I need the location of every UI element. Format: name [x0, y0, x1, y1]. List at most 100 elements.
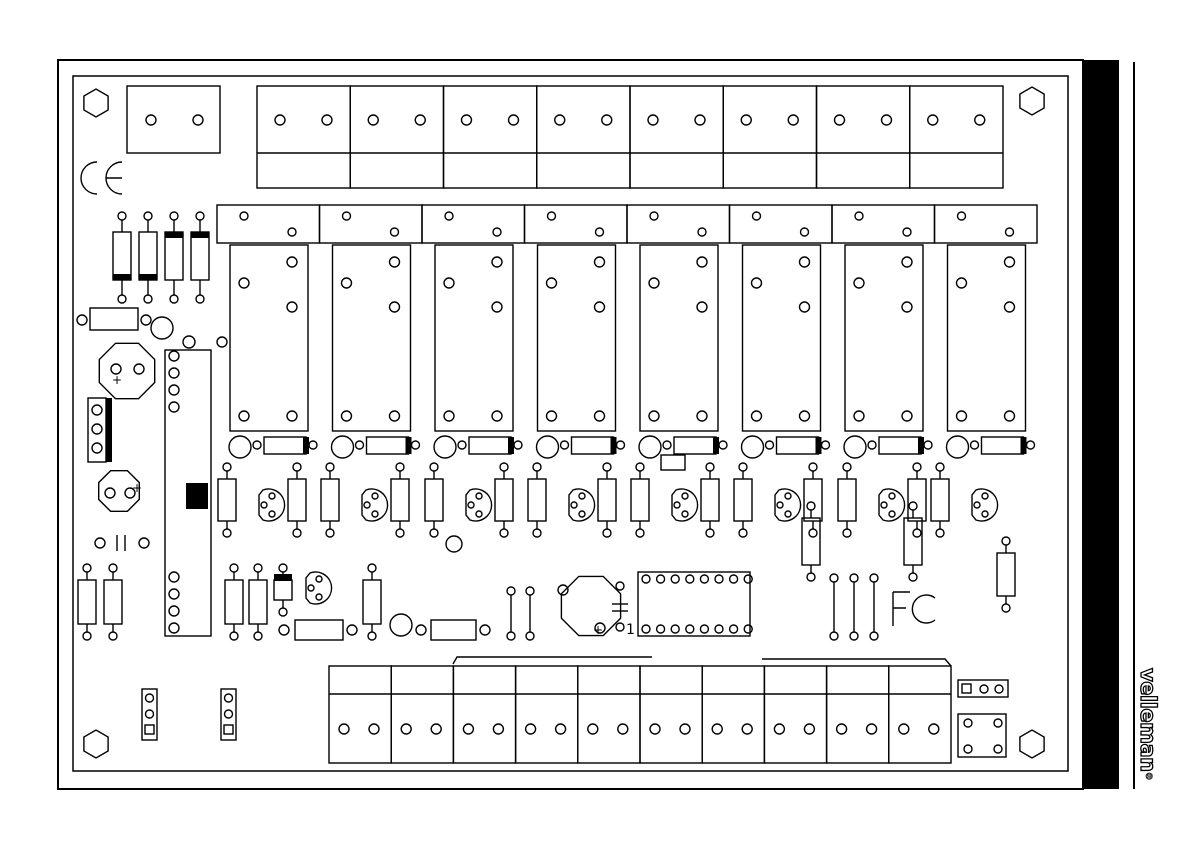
pad — [649, 447, 657, 455]
diode-band — [165, 232, 183, 238]
pad — [571, 502, 577, 508]
pad — [293, 529, 301, 537]
pad — [650, 212, 658, 220]
pad — [785, 493, 791, 499]
relay-header — [935, 205, 1038, 243]
pad — [686, 575, 694, 583]
output-terminal — [444, 86, 537, 188]
pad — [902, 411, 912, 421]
pad — [788, 115, 798, 125]
pad — [339, 724, 349, 734]
transistor — [972, 489, 998, 521]
jumper — [221, 689, 236, 740]
pad — [155, 321, 163, 329]
pad — [870, 632, 878, 640]
pad — [225, 710, 233, 718]
pad — [835, 115, 845, 125]
pad — [169, 606, 179, 616]
resistor — [295, 620, 343, 640]
pad — [924, 441, 932, 449]
resistor — [997, 553, 1015, 596]
pad — [889, 493, 895, 499]
pad — [579, 493, 585, 499]
output-terminal — [257, 86, 350, 188]
pad — [396, 529, 404, 537]
led-pad — [151, 317, 173, 339]
transistor — [466, 489, 492, 521]
pad — [843, 529, 851, 537]
pad — [848, 440, 856, 448]
resistor — [495, 479, 513, 521]
pad — [308, 585, 314, 591]
resistor — [90, 308, 138, 330]
diode-band — [816, 437, 822, 454]
square-pad — [224, 725, 233, 734]
pad — [391, 228, 399, 236]
pad — [493, 724, 503, 734]
diode-band — [113, 274, 131, 280]
led-pad — [947, 436, 969, 458]
diode-band — [303, 437, 309, 454]
pad — [183, 336, 195, 348]
pad — [347, 625, 357, 635]
pad — [830, 574, 838, 582]
diode — [879, 437, 921, 454]
pad — [500, 529, 508, 537]
pad — [744, 625, 752, 633]
pad — [596, 228, 604, 236]
pad — [964, 745, 972, 753]
diode — [264, 437, 306, 454]
pad — [595, 411, 605, 421]
pad — [753, 212, 761, 220]
resistor — [78, 580, 96, 624]
pad — [169, 589, 179, 599]
diode-band — [918, 437, 924, 454]
pad — [458, 441, 466, 449]
pad — [364, 502, 370, 508]
resistor — [218, 479, 236, 521]
pad — [680, 724, 690, 734]
resistor — [225, 580, 243, 624]
pad — [541, 440, 549, 448]
input-terminal — [578, 666, 640, 763]
pad — [830, 632, 838, 640]
pad — [854, 411, 864, 421]
pad — [261, 502, 267, 508]
pad — [169, 385, 179, 395]
pad — [663, 441, 671, 449]
pad — [616, 623, 624, 631]
pad — [118, 295, 126, 303]
ce-mark — [81, 162, 122, 194]
pad — [326, 529, 334, 537]
pad — [118, 212, 126, 220]
pad — [730, 575, 738, 583]
pad — [730, 625, 738, 633]
bus-line — [762, 659, 951, 666]
transistor — [569, 489, 595, 521]
pad — [807, 573, 815, 581]
pad — [700, 575, 708, 583]
pad — [936, 529, 944, 537]
pad — [579, 511, 585, 517]
pad — [671, 575, 679, 583]
pad — [698, 228, 706, 236]
capacitor-outline — [561, 576, 620, 635]
pad — [752, 411, 762, 421]
pad — [390, 257, 400, 267]
pad — [695, 115, 705, 125]
pad — [739, 463, 747, 471]
pad — [957, 411, 967, 421]
capacitor-label: 1 — [626, 622, 635, 638]
pad — [682, 511, 688, 517]
diode — [191, 232, 209, 280]
pad — [514, 441, 522, 449]
pad — [850, 574, 858, 582]
relay — [435, 245, 513, 431]
pad — [287, 257, 297, 267]
diode — [113, 232, 131, 280]
fc-mark — [893, 592, 935, 626]
resistor — [391, 479, 409, 521]
pad — [715, 625, 723, 633]
pad — [697, 257, 707, 267]
pad — [971, 441, 979, 449]
